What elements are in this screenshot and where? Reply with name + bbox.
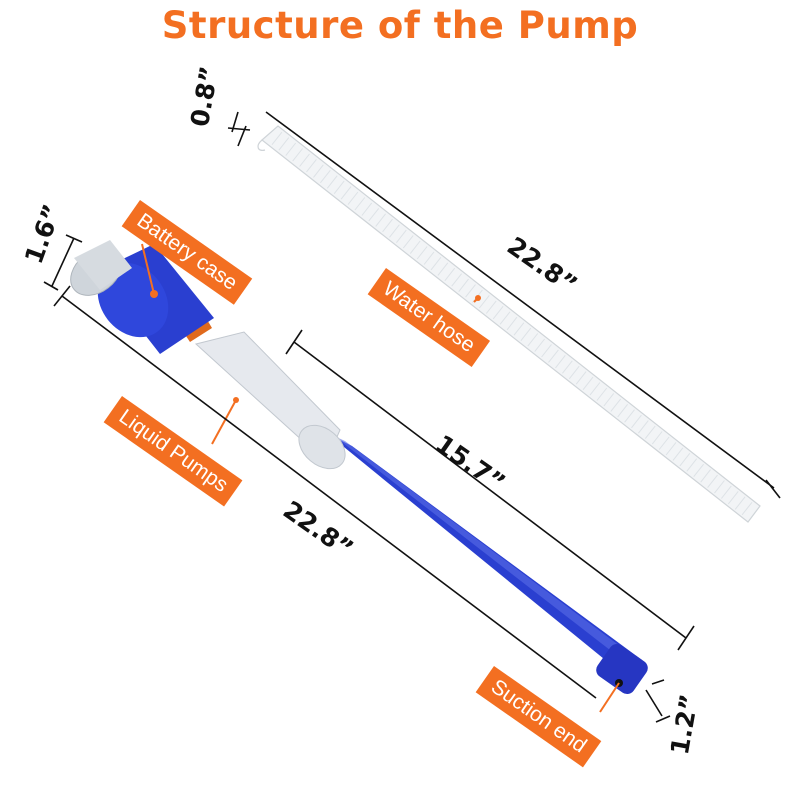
hose-rib [458,278,469,293]
hose-rib [423,251,435,265]
hose-rib [326,175,338,189]
hose-rib [361,202,373,216]
hose-rib [700,469,711,483]
hose-rib [575,371,587,385]
hose-rib [285,142,297,156]
hose-rib [603,393,615,407]
hose-rib [534,338,545,352]
hose-rib [320,169,331,184]
hose-rib [465,284,476,298]
hose-rib [541,344,552,358]
hose-rib [582,376,594,391]
hose-rib [299,153,310,167]
hose-rib [568,365,580,380]
hose-rib [562,360,573,374]
hose-rib [665,442,677,456]
hose-rib [506,316,518,331]
hose-rib [499,311,511,325]
hose-rib [354,197,366,211]
hose-rib [596,387,608,401]
hose-rib [727,491,739,505]
hose-rib [707,474,718,488]
hose-rib [520,327,532,342]
hose-rib [444,267,456,282]
hose-rib [693,463,704,478]
hose-rib [416,246,428,260]
hose-rib [409,240,421,254]
hose-rib [375,213,386,227]
hose-rib [644,425,656,439]
hose-rib [741,501,753,516]
hose-rib [485,300,497,314]
hose-rib [589,382,601,396]
hose-rib [734,496,746,510]
hose-rib [382,218,393,233]
hose-rib [313,164,324,178]
hose-rib [347,191,359,205]
hose-rib [617,403,628,418]
hose-rib [430,256,442,271]
hose-rib [658,436,670,450]
dimension-lines [43,111,781,723]
hose-rib [402,235,414,249]
hose-rib [631,414,642,429]
hose-rib [513,322,525,336]
hose-rib [686,458,698,472]
hose-rib [527,333,539,347]
hose-rib [271,131,283,146]
hose-rib [721,485,732,499]
hose-rib [555,354,566,369]
hose-rib [396,229,407,244]
hose-rib [389,224,400,238]
hose-rib [479,295,490,309]
water-hose [257,125,761,523]
pump-body [70,240,648,695]
hose-rib [451,273,462,287]
hose-rib [624,409,635,423]
hose-rib [679,452,691,467]
hose-rib [278,137,290,151]
hose-rib [651,431,663,445]
hose-rib [306,159,317,173]
hose-rib [714,480,725,494]
hose-rib [610,398,622,412]
hose-rib [672,447,684,461]
hose-rib [368,208,380,222]
hose-rib [492,305,504,320]
page-title: Structure of the Pump [161,4,639,47]
hose-rib [333,180,345,195]
hose-rib [638,420,649,434]
hose-rib [548,349,559,363]
hose-rib [340,186,352,200]
hose-rib [437,262,449,276]
hose-rib [292,148,303,162]
